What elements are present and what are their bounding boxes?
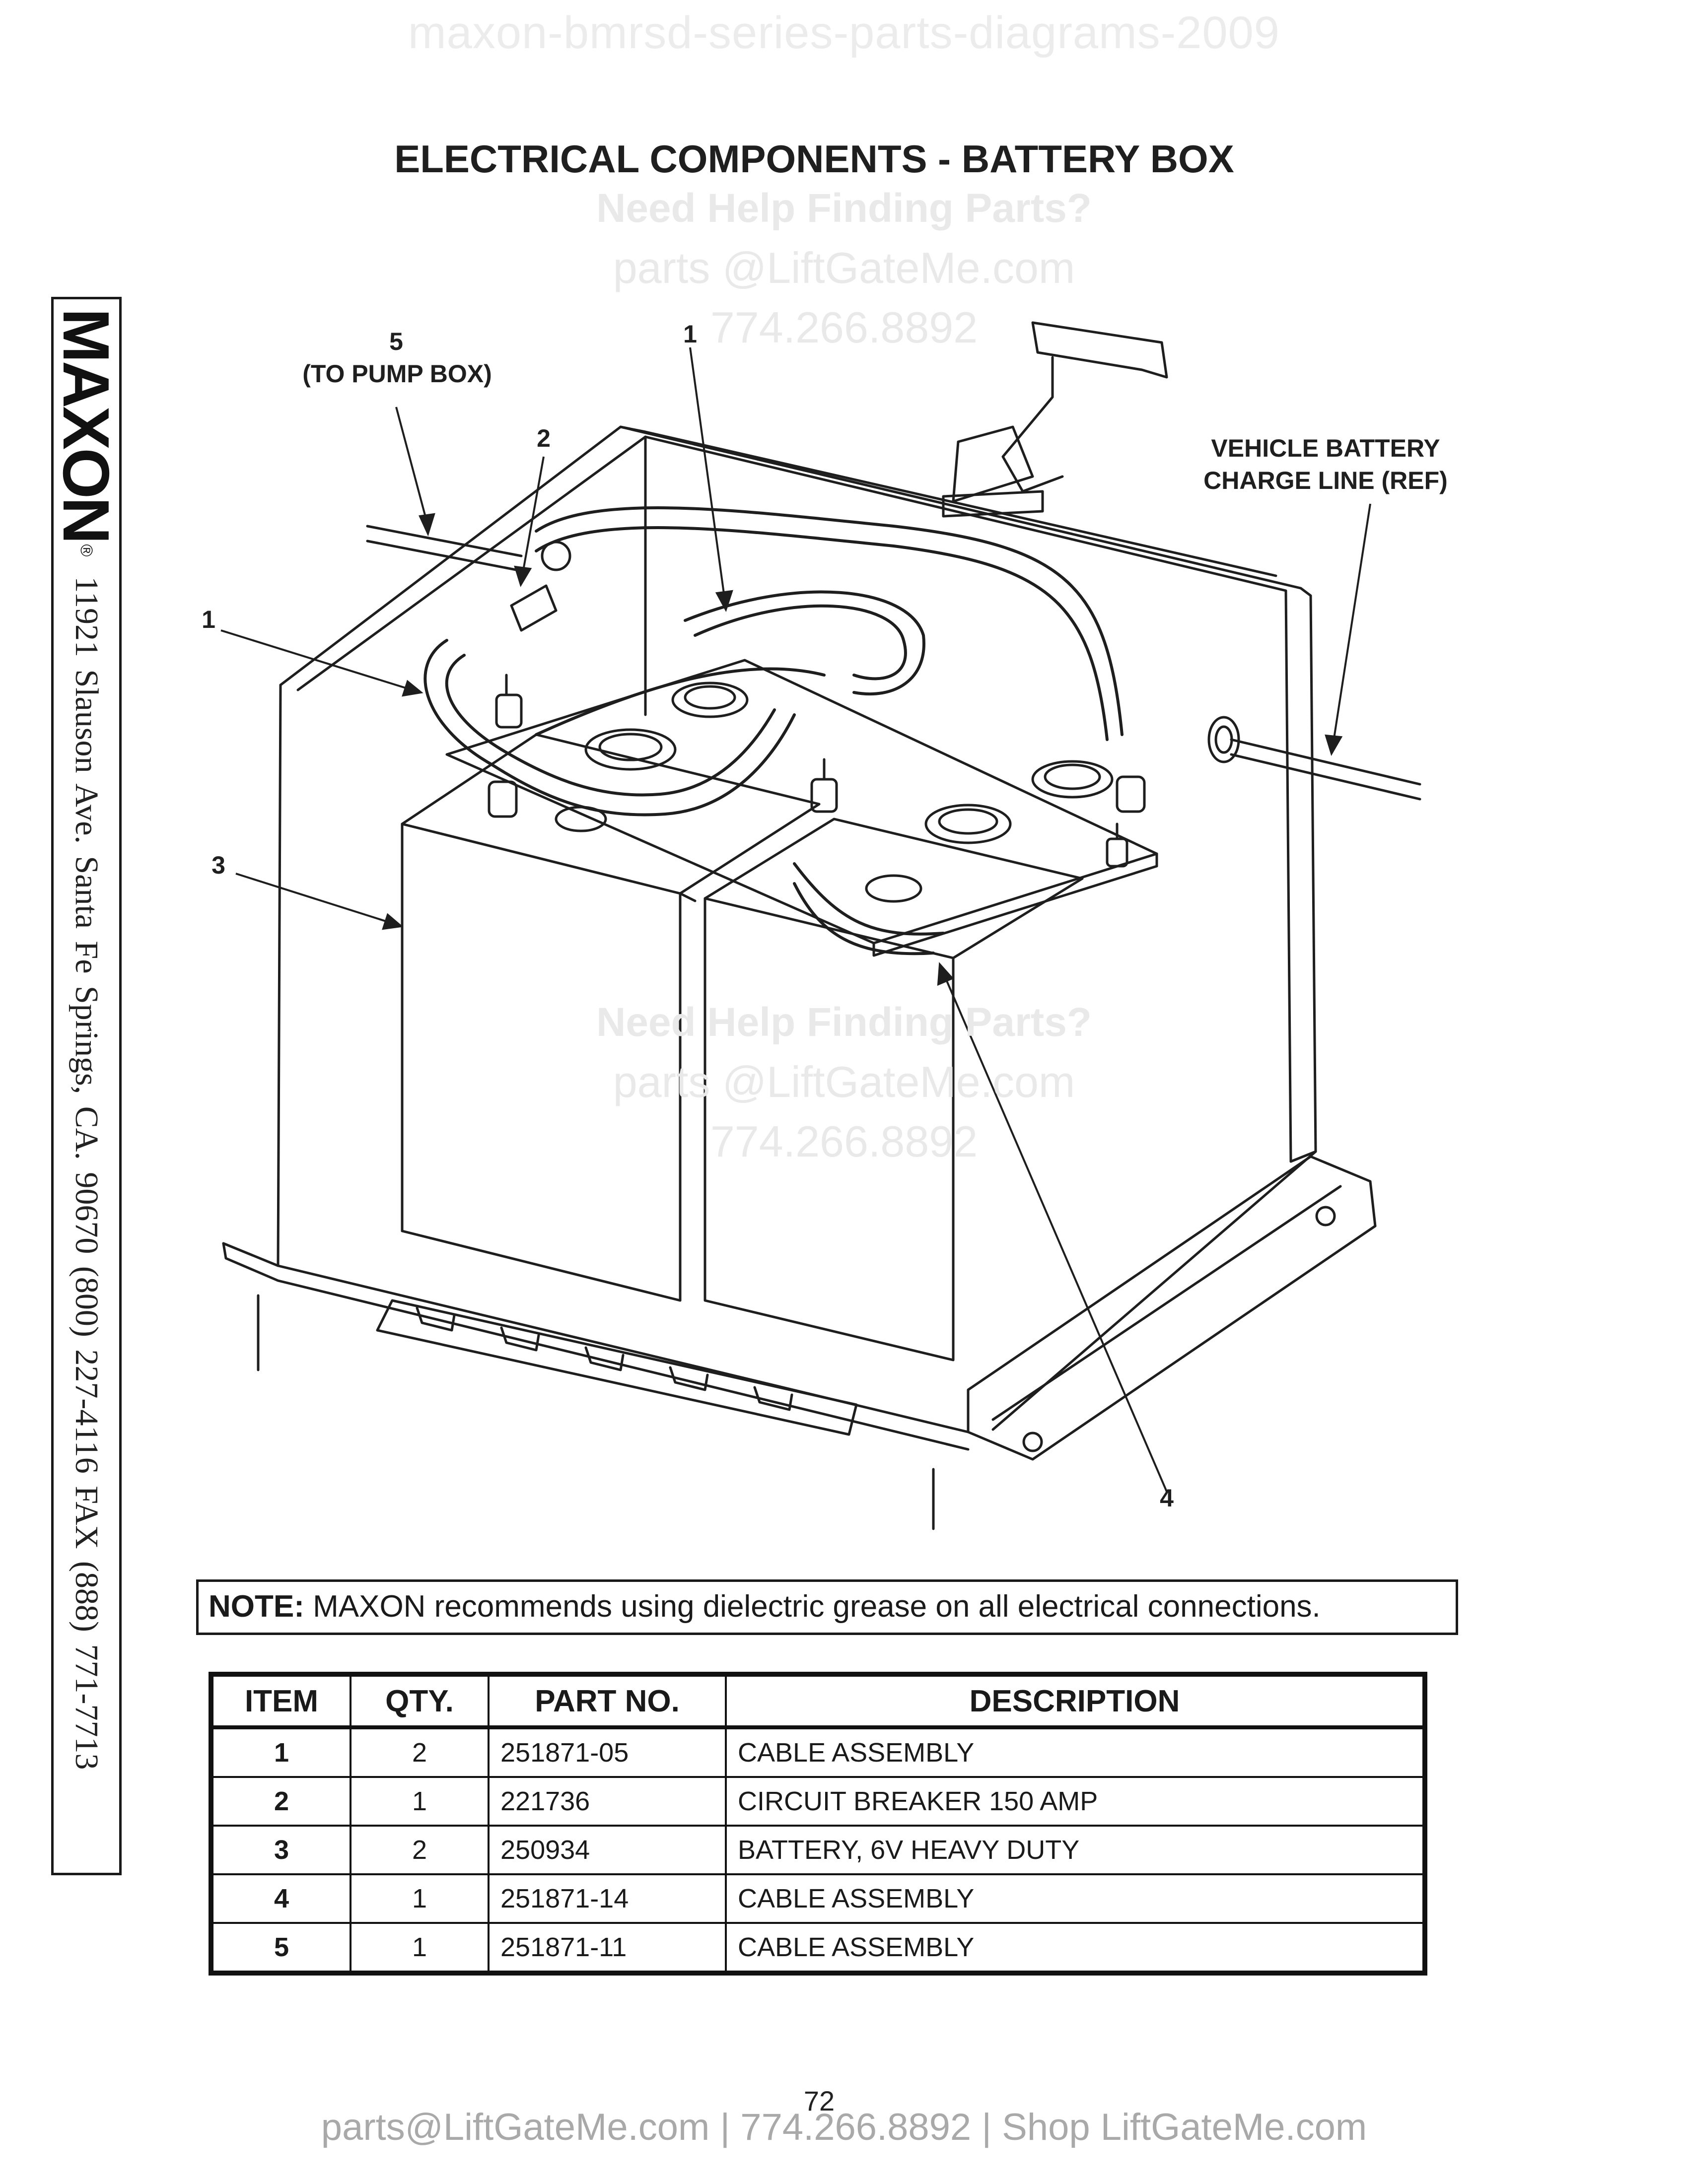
- cell-part-no: 251871-05: [488, 1726, 727, 1778]
- cell-qty: 1: [350, 1873, 490, 1924]
- cell-description: CABLE ASSEMBLY: [725, 1726, 1426, 1778]
- cell-description: CABLE ASSEMBLY: [725, 1873, 1426, 1924]
- note-text: MAXON recommends using dielectric grease…: [304, 1589, 1321, 1624]
- table-row: 5 1 251871-11 CABLE ASSEMBLY: [210, 1922, 1426, 1974]
- watermark-help-center: Need Help Finding Parts? parts @LiftGate…: [0, 993, 1688, 1171]
- registered-mark: ®: [77, 544, 96, 557]
- cell-qty: 1: [350, 1922, 490, 1974]
- watermark-help-line: Need Help Finding Parts?: [596, 186, 1092, 231]
- battery-box-diagram: [220, 321, 1421, 1530]
- table-row: 2 1 221736 CIRCUIT BREAKER 150 AMP: [210, 1776, 1426, 1827]
- table-row: 3 2 250934 BATTERY, 6V HEAVY DUTY: [210, 1825, 1426, 1875]
- callout-5-sub: (TO PUMP BOX): [302, 360, 492, 388]
- cell-qty: 1: [350, 1776, 490, 1827]
- cell-part-no: 221736: [488, 1776, 727, 1827]
- parts-table: ITEM QTY. PART NO. DESCRIPTION 1 2 25187…: [209, 1672, 1427, 1976]
- sidebar-content: MAXON® 11921 Slauson Ave. Santa Fe Sprin…: [50, 299, 123, 1873]
- cell-part-no: 251871-11: [488, 1922, 727, 1974]
- brand-logo: MAXON: [50, 308, 123, 543]
- page-number: 72: [803, 2085, 835, 2116]
- callout-4: 4: [1160, 1484, 1174, 1512]
- callout-1-top: 1: [683, 320, 697, 348]
- cell-item: 3: [210, 1825, 352, 1875]
- cell-item: 1: [210, 1726, 352, 1778]
- header-part-no: PART NO.: [488, 1673, 727, 1729]
- note-label: NOTE:: [209, 1589, 304, 1624]
- cell-item: 2: [210, 1776, 352, 1827]
- watermark-help-top: Need Help Finding Parts? parts @LiftGate…: [0, 179, 1688, 357]
- watermark-phone-line: 774.266.8892: [710, 1117, 978, 1166]
- cell-description: CABLE ASSEMBLY: [725, 1922, 1426, 1974]
- callout-vehicle-line1: VEHICLE BATTERY: [1211, 434, 1440, 462]
- watermark-email-line: parts @LiftGateMe.com: [613, 243, 1075, 292]
- company-address: 11921 Slauson Ave. Santa Fe Springs, CA.…: [69, 576, 105, 1770]
- header-qty: QTY.: [350, 1673, 490, 1729]
- table-row: 4 1 251871-14 CABLE ASSEMBLY: [210, 1873, 1426, 1924]
- cell-part-no: 251871-14: [488, 1873, 727, 1924]
- callout-2: 2: [537, 424, 551, 452]
- watermark-email-line: parts @LiftGateMe.com: [613, 1057, 1075, 1106]
- callout-3: 3: [211, 851, 225, 879]
- cell-description: CIRCUIT BREAKER 150 AMP: [725, 1776, 1426, 1827]
- cell-item: 5: [210, 1922, 352, 1974]
- note-box: NOTE: MAXON recommends using dielectric …: [196, 1579, 1458, 1635]
- brand-sidebar: MAXON® 11921 Slauson Ave. Santa Fe Sprin…: [50, 297, 123, 1875]
- cell-item: 4: [210, 1873, 352, 1924]
- page-title: ELECTRICAL COMPONENTS - BATTERY BOX: [394, 137, 1234, 181]
- callout-vehicle-line2: CHARGE LINE (REF): [1203, 467, 1448, 494]
- cell-qty: 2: [350, 1825, 490, 1875]
- cell-qty: 2: [350, 1726, 490, 1778]
- table-row: 1 2 251871-05 CABLE ASSEMBLY: [210, 1726, 1426, 1778]
- callout-5: 5: [389, 328, 403, 355]
- watermark-top: maxon-bmrsd-series-parts-diagrams-2009: [408, 7, 1280, 58]
- cell-part-no: 250934: [488, 1825, 727, 1875]
- watermark-help-line: Need Help Finding Parts?: [596, 1000, 1092, 1045]
- header-item: ITEM: [210, 1673, 352, 1729]
- cell-description: BATTERY, 6V HEAVY DUTY: [725, 1825, 1426, 1875]
- watermark-phone-line: 774.266.8892: [710, 303, 978, 352]
- table-header-row: ITEM QTY. PART NO. DESCRIPTION: [210, 1673, 1426, 1729]
- header-description: DESCRIPTION: [725, 1673, 1426, 1729]
- footer-watermark: parts@LiftGateMe.com | 774.266.8892 | Sh…: [321, 2106, 1367, 2148]
- callout-1-left: 1: [202, 606, 215, 633]
